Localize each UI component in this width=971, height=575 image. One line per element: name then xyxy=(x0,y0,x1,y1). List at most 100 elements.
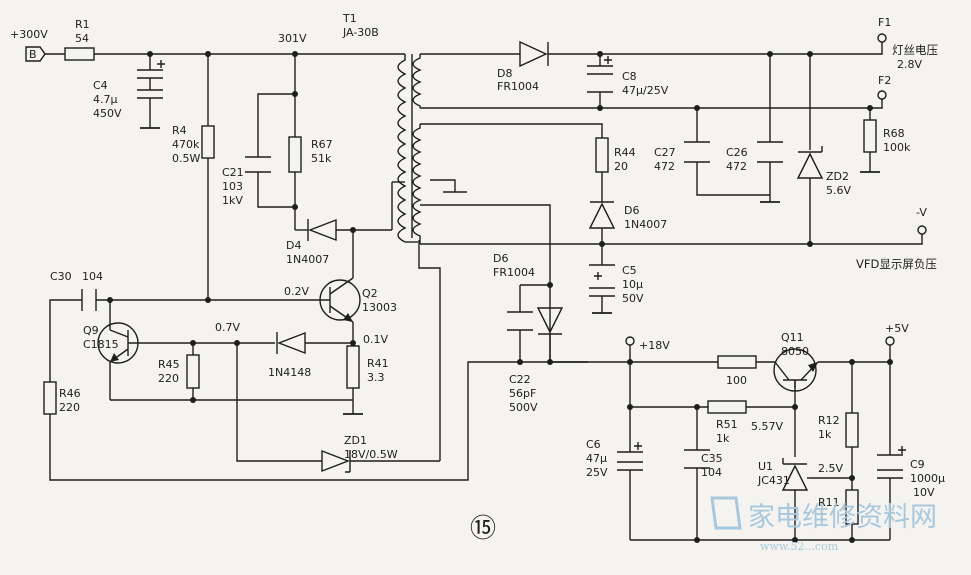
capacitors xyxy=(81,56,906,479)
components-r11-ref-label: R11 xyxy=(818,496,840,509)
components-c27-value-label: 472 xyxy=(654,160,675,173)
components-c35-ref-label: C35 xyxy=(701,452,723,465)
junction-dots xyxy=(107,51,893,543)
components-r68-ref-label: R68 xyxy=(883,127,905,140)
components-d8-model-label: FR1004 xyxy=(497,80,539,93)
components-net18-label: +18V xyxy=(639,339,670,352)
components-d6b-model-label: FR1004 xyxy=(493,266,535,279)
components-c4-ref-label: C4 xyxy=(93,79,108,92)
components-c27-ref-label: C27 xyxy=(654,146,676,159)
components-net5-label: +5V xyxy=(885,322,909,335)
components-v557-label: 5.57V xyxy=(751,420,783,433)
components-c30-value-label: 104 xyxy=(82,270,103,283)
components-r4-value-label: 470k xyxy=(172,138,200,151)
resistor-r68 xyxy=(863,119,877,153)
components-c21-value-label: 103 xyxy=(222,180,243,193)
components-q11-model-label: 8050 xyxy=(781,345,809,358)
components-r51-ref-label: R51 xyxy=(716,418,738,431)
resistor-r12 xyxy=(845,412,859,448)
components-f1-label: F1 xyxy=(878,16,891,29)
components-zd2-ref-label: ZD2 xyxy=(826,170,849,183)
resistor-r67 xyxy=(288,136,302,173)
components-r51-value-label: 1k xyxy=(716,432,730,445)
components-q9-model-label: C1815 xyxy=(83,338,119,351)
components-vfd-label: VFD显示屏负压 xyxy=(856,257,937,271)
components-r4-ref-label: R4 xyxy=(172,124,187,137)
terminals xyxy=(25,33,927,346)
components-c9-ref-label: C9 xyxy=(910,458,925,471)
watermark: 家电维修资料网 www.52...com xyxy=(710,496,937,553)
components-r44-ref-label: R44 xyxy=(614,146,636,159)
components-c4-rating-label: 450V xyxy=(93,107,122,120)
components-v01-label: 0.1V xyxy=(363,333,388,346)
components-d6a-ref-label: D6 xyxy=(624,204,639,217)
components-f2-label: F2 xyxy=(878,74,891,87)
components-q2-ref-label: Q2 xyxy=(362,287,378,300)
transistor-q11 xyxy=(773,348,817,392)
diodes xyxy=(276,40,824,497)
components-c22-value-label: 56pF xyxy=(509,387,536,400)
components-c6-value-label: 47μ xyxy=(586,452,607,465)
components-d6a-model-label: 1N4007 xyxy=(624,218,667,231)
components-c8-value-label: 47μ/25V xyxy=(622,84,669,97)
components-r67-ref-label: R67 xyxy=(311,138,333,151)
components-r68-value-label: 100k xyxy=(883,141,911,154)
components-negv-label: -V xyxy=(916,206,927,219)
components-r67-value-label: 51k xyxy=(311,152,332,165)
resistor-r4 xyxy=(201,125,215,159)
components-zd1-ref-label: ZD1 xyxy=(344,434,367,447)
components-r46-ref-label: R46 xyxy=(59,387,81,400)
components-filament-value-label: 2.8V xyxy=(897,58,922,71)
resistor-r1 xyxy=(64,47,95,61)
resistor-r51 xyxy=(707,400,747,414)
resistor-r41 xyxy=(346,345,360,389)
watermark-text: 家电维修资料网 xyxy=(748,502,937,533)
transistor-q9 xyxy=(97,322,139,364)
components-q2-model-label: 13003 xyxy=(362,301,397,314)
components-r41-ref-label: R41 xyxy=(367,357,389,370)
components-d1n4148-label: 1N4148 xyxy=(268,366,311,379)
components-q11-ref-label: Q11 xyxy=(781,331,804,344)
resistor-r100 xyxy=(717,355,757,369)
components-v25-label: 2.5V xyxy=(818,462,843,475)
transistors xyxy=(97,277,819,400)
components-zd1-value-label: 18V/0.5W xyxy=(344,448,398,461)
resistors xyxy=(43,47,877,525)
components-r45-value-label: 220 xyxy=(158,372,179,385)
transistor-q2 xyxy=(319,279,361,321)
components-c6-ref-label: C6 xyxy=(586,438,601,451)
components-c9-value-label: 1000μ xyxy=(910,472,945,485)
components-r1-value-label: 54 xyxy=(75,32,89,45)
components-u1-model-label: JC431 xyxy=(757,474,790,487)
components-zd2-value-label: 5.6V xyxy=(826,184,851,197)
components-r1-ref-label: R1 xyxy=(75,18,90,31)
components-c5-value-label: 10μ xyxy=(622,278,643,291)
resistor-r45 xyxy=(186,354,200,389)
components-v02-label: 0.2V xyxy=(284,285,309,298)
ground-symbols xyxy=(140,127,880,415)
components-net301-label: 301V xyxy=(278,32,307,45)
resistor-r44 xyxy=(595,137,609,173)
components-d8-ref-label: D8 xyxy=(497,67,512,80)
net-input-label: +300V xyxy=(10,28,48,41)
components-c6-rating-label: 25V xyxy=(586,466,608,479)
wires-right xyxy=(420,53,918,541)
components-r44-value-label: 20 xyxy=(614,160,628,173)
components-c21-rating-label: 1kV xyxy=(222,194,243,207)
figure-number: ⑮ xyxy=(470,514,496,544)
resistor-r11 xyxy=(845,489,859,525)
components-c21-ref-label: C21 xyxy=(222,166,244,179)
components-r4-rating-label: 0.5W xyxy=(172,152,200,165)
components-c9-rating-label: 10V xyxy=(913,486,935,499)
components-r45-ref-label: R45 xyxy=(158,358,180,371)
components-r12-ref-label: R12 xyxy=(818,414,840,427)
components-u1-ref-label: U1 xyxy=(758,460,773,473)
components-v07-label: 0.7V xyxy=(215,321,240,334)
components-q9-ref-label: Q9 xyxy=(83,324,99,337)
components-t1-ref-label: T1 xyxy=(342,12,357,25)
watermark-url: www.52...com xyxy=(760,540,839,553)
components-c22-rating-label: 500V xyxy=(509,401,538,414)
components-d4-model-label: 1N4007 xyxy=(286,253,329,266)
